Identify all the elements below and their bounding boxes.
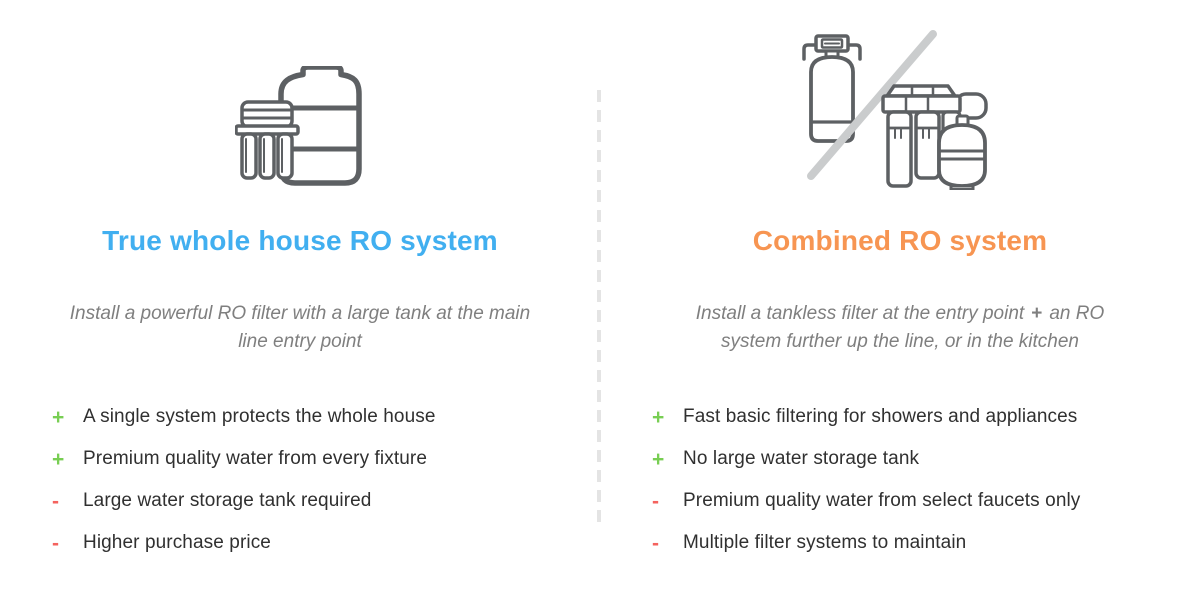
combined-description-text: Install a tankless filter at the entry p…: [695, 303, 1025, 324]
whole-house-icon-area: [0, 0, 600, 190]
description-plus-sign: +: [1031, 303, 1043, 324]
column-divider: [597, 90, 601, 530]
pro-con-text: Multiple filter systems to maintain: [683, 532, 967, 553]
whole-house-description-text: Install a powerful RO filter with a larg…: [69, 303, 531, 352]
pro-con-sign: +: [52, 447, 65, 471]
list-item: + Fast basic filtering for showers and a…: [652, 396, 1180, 438]
pro-con-text: A single system protects the whole house: [83, 406, 436, 427]
combined-icon-area: [600, 0, 1200, 190]
list-item: + No large water storage tank: [652, 438, 1180, 480]
pro-con-sign: +: [652, 405, 665, 429]
list-item: - Large water storage tank required: [52, 480, 580, 522]
pro-con-text: Large water storage tank required: [83, 490, 372, 511]
list-item: - Premium quality water from select fauc…: [652, 480, 1180, 522]
whole-house-pros-cons-list: + A single system protects the whole hou…: [52, 396, 580, 564]
combined-description-text-2: an RO system further up the line, or in …: [720, 303, 1105, 352]
whole-house-column: True whole house RO system Install a pow…: [0, 0, 600, 564]
whole-house-description: Install a powerful RO filter with a larg…: [0, 300, 600, 356]
whole-house-ro-tank-icon: [235, 66, 362, 186]
pro-con-sign: -: [52, 489, 59, 513]
pro-con-sign: -: [652, 531, 659, 555]
list-item: - Higher purchase price: [52, 522, 580, 564]
combined-column: Combined RO system Install a tankless fi…: [600, 0, 1200, 600]
list-item: - Multiple filter systems to maintain: [652, 522, 1180, 564]
list-item: + A single system protects the whole hou…: [52, 396, 580, 438]
pro-con-sign: -: [52, 531, 59, 555]
list-item: + Premium quality water from every fixtu…: [52, 438, 580, 480]
slash-separator: [807, 30, 937, 180]
pro-con-sign: +: [652, 447, 665, 471]
combined-title: Combined RO system: [752, 225, 1048, 257]
pro-con-text: Premium quality water from every fixture: [83, 448, 427, 469]
whole-house-title: True whole house RO system: [102, 225, 498, 257]
pro-con-sign: -: [652, 489, 659, 513]
combined-description: Install a tankless filter at the entry p…: [600, 300, 1200, 356]
pro-con-sign: +: [52, 405, 65, 429]
tankless-filter-plus-ro-system-icon: [802, 30, 988, 190]
pro-con-text: No large water storage tank: [683, 448, 920, 469]
pro-con-text: Premium quality water from select faucet…: [683, 490, 1081, 511]
combined-pros-cons-list: + Fast basic filtering for showers and a…: [652, 396, 1180, 564]
pro-con-text: Fast basic filtering for showers and app…: [683, 406, 1078, 427]
pro-con-text: Higher purchase price: [83, 532, 271, 553]
